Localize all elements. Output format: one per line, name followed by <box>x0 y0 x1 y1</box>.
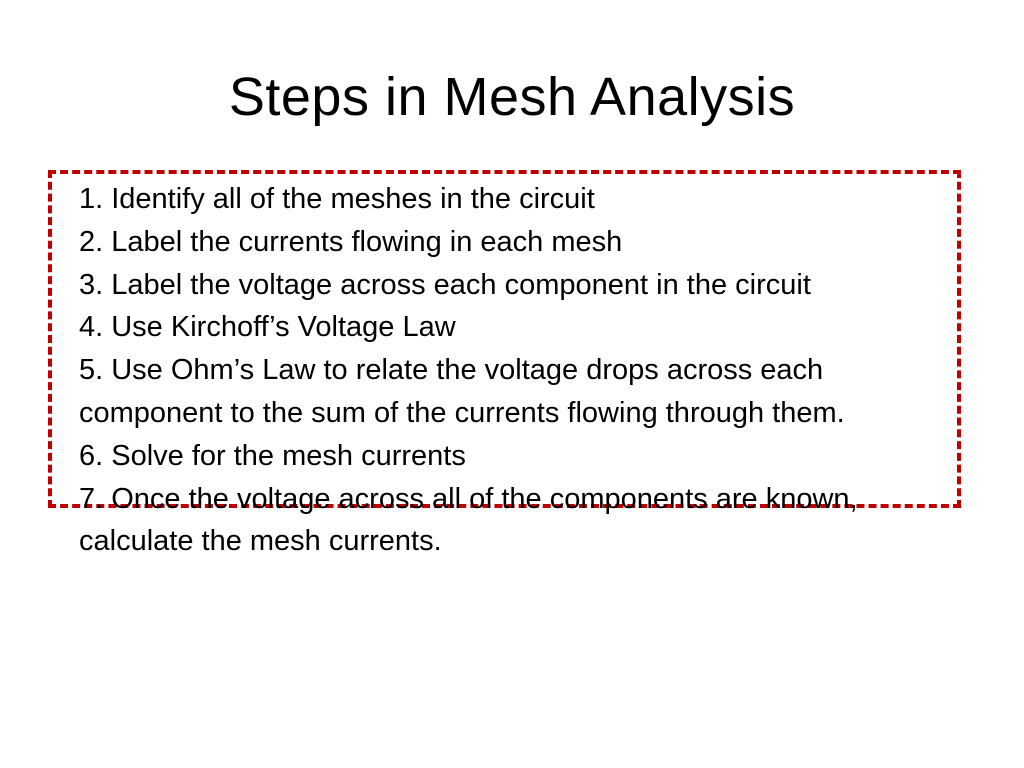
step-item-3: 3. Label the voltage across each compone… <box>79 268 811 301</box>
step-item-4: 4. Use Kirchoff’s Voltage Law <box>79 311 456 344</box>
steps-list: 1. Identify all of the meshes in the cir… <box>79 178 879 563</box>
step-item-7: 7. Once the voltage across all of the co… <box>79 482 858 558</box>
step-item-2: 2. Label the currents flowing in each me… <box>79 225 623 258</box>
step-item-1: 1. Identify all of the meshes in the cir… <box>79 183 595 215</box>
slide-title: Steps in Mesh Analysis <box>228 67 796 127</box>
highlight-dashed-box <box>48 170 961 508</box>
step-item-6: 6. Solve for the mesh currents <box>79 439 466 472</box>
step-item-5: 5. Use Ohm’s Law to relate the voltage d… <box>79 354 845 429</box>
